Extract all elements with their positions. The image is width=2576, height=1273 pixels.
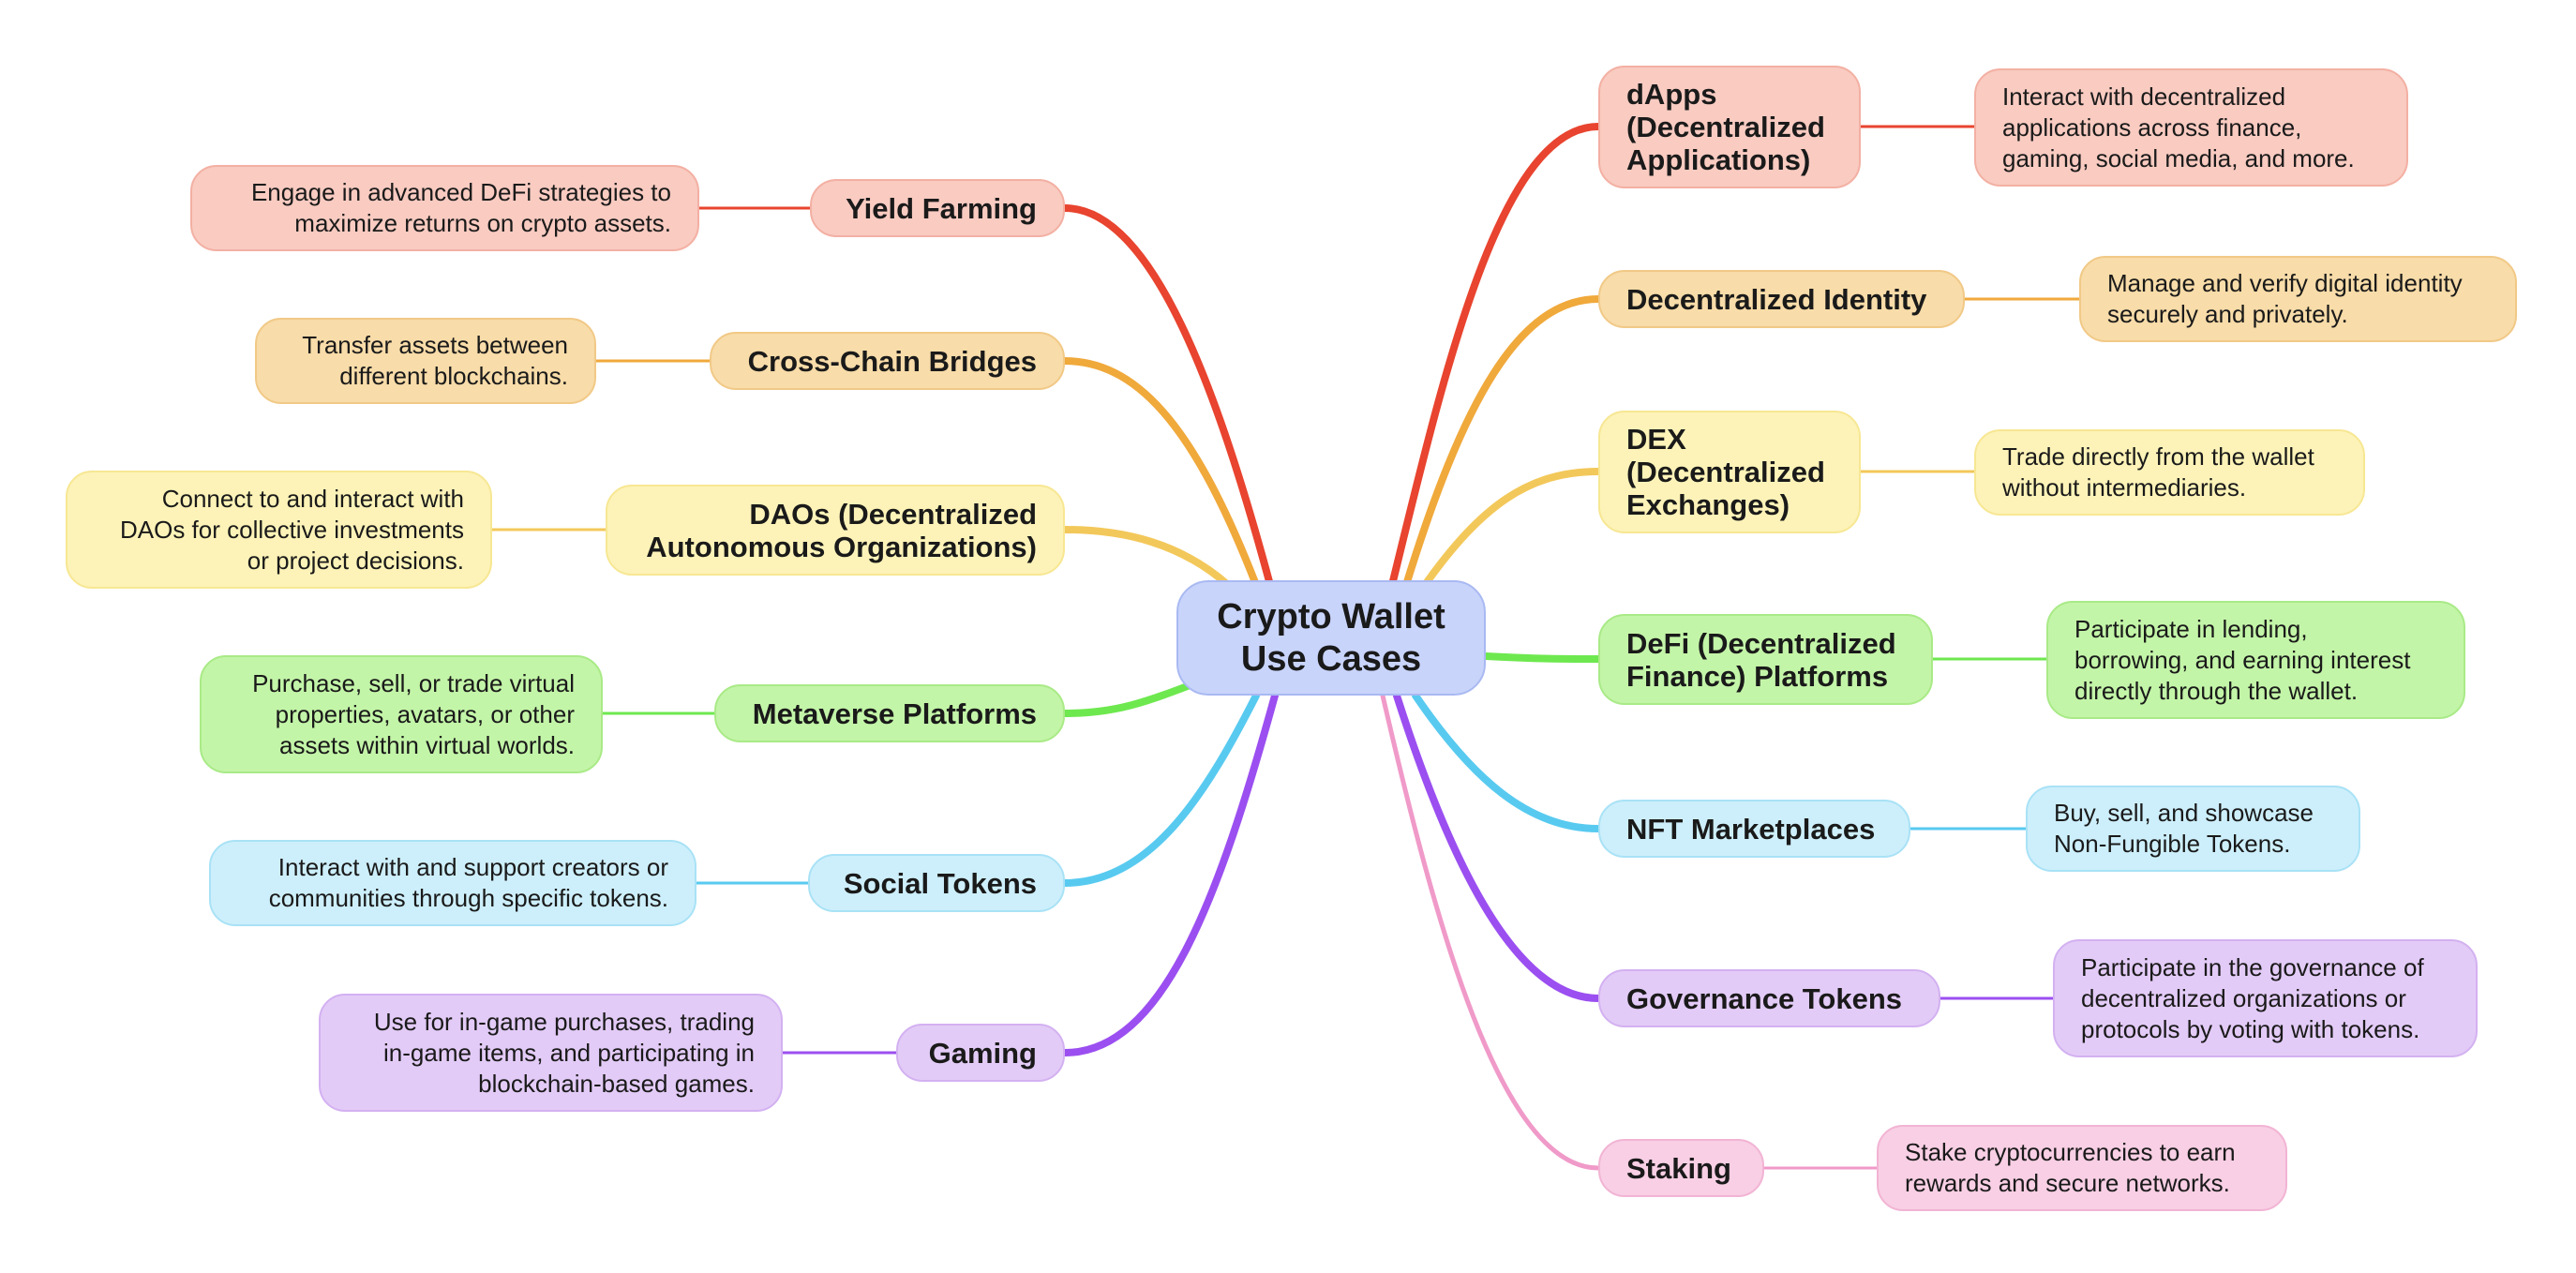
branch-yield-farming: Yield Farming <box>810 179 1065 237</box>
description-governance-tokens: Participate in the governance of decentr… <box>2053 939 2478 1057</box>
branch-cross-chain-bridges: Cross-Chain Bridges <box>710 332 1065 390</box>
connector-gaming <box>1061 692 1279 1056</box>
branch-staking: Staking <box>1598 1139 1764 1197</box>
connector-dapps <box>1388 123 1602 589</box>
connector-governance-tokens <box>1393 692 1602 1002</box>
central-topic: Crypto Wallet Use Cases <box>1176 580 1486 696</box>
description-dapps: Interact with decentralized applications… <box>1974 68 2408 187</box>
description-social-tokens: Interact with and support creators or co… <box>209 840 696 926</box>
description-metaverse-platforms: Purchase, sell, or trade virtual propert… <box>200 655 603 773</box>
connector-dex <box>1421 468 1602 589</box>
connector-decentralized-identity <box>1402 295 1602 589</box>
description-dex: Trade directly from the wallet without i… <box>1974 429 2365 516</box>
branch-nft-marketplaces: NFT Marketplaces <box>1598 800 1910 858</box>
description-staking: Stake cryptocurrencies to earn rewards a… <box>1877 1125 2287 1211</box>
branch-decentralized-identity: Decentralized Identity <box>1598 270 1965 328</box>
description-decentralized-identity: Manage and verify digital identity secur… <box>2079 256 2517 342</box>
connector-social-tokens <box>1061 692 1260 887</box>
description-yield-farming: Engage in advanced DeFi strategies to ma… <box>190 165 699 251</box>
branch-metaverse-platforms: Metaverse Platforms <box>714 684 1065 742</box>
connector-staking <box>1380 693 1601 1171</box>
connector-metaverse-platforms <box>1061 676 1208 717</box>
central-topic-label: Crypto Wallet Use Cases <box>1217 596 1445 679</box>
connector-defi-platforms <box>1482 652 1602 663</box>
description-nft-marketplaces: Buy, sell, and showcase Non-Fungible Tok… <box>2026 786 2360 872</box>
connector-yield-farming <box>1061 204 1274 589</box>
branch-gaming: Gaming <box>896 1024 1065 1082</box>
connector-daos <box>1061 526 1232 589</box>
branch-dex: DEX (Decentralized Exchanges) <box>1598 411 1861 533</box>
description-daos: Connect to and interact with DAOs for co… <box>66 471 492 589</box>
branch-dapps: dApps (Decentralized Applications) <box>1598 66 1861 188</box>
branch-daos: DAOs (Decentralized Autonomous Organizat… <box>606 485 1065 576</box>
description-defi-platforms: Participate in lending, borrowing, and e… <box>2046 601 2465 719</box>
connector-cross-chain-bridges <box>1061 357 1260 589</box>
description-gaming: Use for in-game purchases, trading in-ga… <box>319 994 783 1112</box>
connector-nft-marketplaces <box>1412 692 1602 832</box>
description-cross-chain-bridges: Transfer assets between different blockc… <box>255 318 596 404</box>
branch-defi-platforms: DeFi (Decentralized Finance) Platforms <box>1598 614 1933 705</box>
branch-governance-tokens: Governance Tokens <box>1598 969 1940 1027</box>
branch-social-tokens: Social Tokens <box>808 854 1065 912</box>
